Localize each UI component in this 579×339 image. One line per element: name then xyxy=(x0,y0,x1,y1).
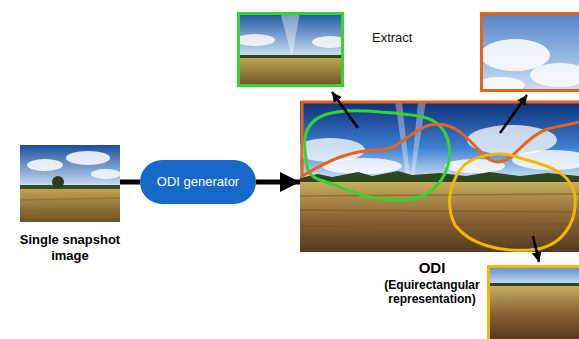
extracted-view xyxy=(487,265,579,339)
extract-arrow xyxy=(533,236,539,262)
extracted-view xyxy=(237,12,344,87)
cloud xyxy=(312,36,344,48)
node-sublabel: (Equirectangular representation) xyxy=(372,278,492,307)
node-label: ODI generator xyxy=(157,174,239,190)
cloud xyxy=(91,169,120,179)
panorama-image: ODI(Equirectangular representation) xyxy=(300,101,579,252)
snapshot-photo xyxy=(20,145,120,222)
field-texture xyxy=(20,198,120,210)
yellow-frame xyxy=(489,267,579,339)
field xyxy=(300,182,579,252)
text-holder: ODI generator xyxy=(140,160,256,204)
orange-region xyxy=(302,122,579,176)
field xyxy=(487,286,579,339)
extract-arrow xyxy=(332,92,358,128)
extracted-view xyxy=(480,12,579,92)
sky xyxy=(20,145,120,189)
panorama-photo xyxy=(300,101,579,252)
cloud xyxy=(237,34,275,46)
cloud xyxy=(530,63,579,87)
sky-streak xyxy=(280,12,300,57)
connector-arrow xyxy=(256,180,300,185)
green-frame xyxy=(239,14,343,86)
orange-frame xyxy=(482,14,579,91)
field-texture xyxy=(300,194,579,242)
snapshot-image: Single snapshot image xyxy=(20,145,120,222)
field xyxy=(237,58,344,87)
yellow-region xyxy=(450,154,576,250)
text-holder: ODI(Equirectangular representation) xyxy=(372,258,492,306)
cloud xyxy=(27,159,63,171)
annotation-label: Extract xyxy=(372,30,412,45)
node-label: Single snapshot image xyxy=(6,232,134,263)
extract-arrow xyxy=(500,95,527,133)
node-label: ODI xyxy=(372,258,492,278)
connector-arrow xyxy=(120,180,140,185)
tree xyxy=(52,176,64,188)
cloud xyxy=(480,39,550,71)
green-region xyxy=(305,111,450,200)
process-pill: ODI generator xyxy=(140,160,256,204)
field xyxy=(20,189,120,222)
cloud xyxy=(66,151,110,165)
orange-frame xyxy=(302,102,579,178)
text-holder: Single snapshot image xyxy=(6,232,134,263)
